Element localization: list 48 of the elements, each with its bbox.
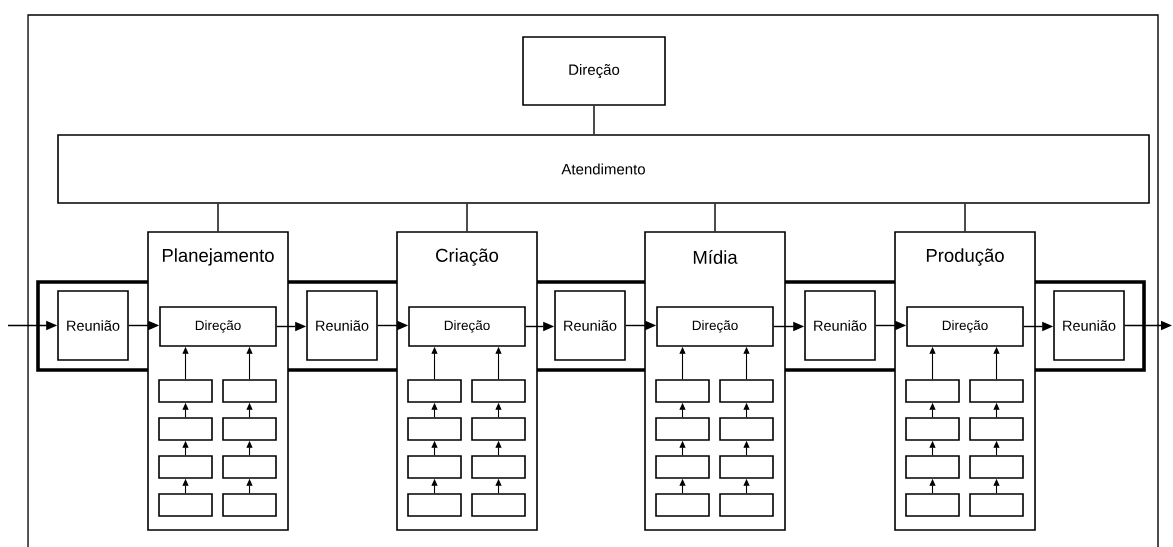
task-box xyxy=(222,493,277,517)
task-box xyxy=(222,455,277,479)
task-box xyxy=(719,417,774,441)
task-box xyxy=(158,417,213,441)
meeting-box: Reunião xyxy=(804,290,876,361)
task-box xyxy=(655,417,710,441)
task-box xyxy=(158,493,213,517)
task-box xyxy=(158,379,213,403)
meeting-box: Reunião xyxy=(306,290,378,361)
connector-line xyxy=(964,203,966,232)
task-box xyxy=(471,493,526,517)
process-box: Direção xyxy=(906,306,1024,347)
process-box: Atendimento xyxy=(57,134,1150,204)
process-box: Direção xyxy=(522,36,666,106)
task-box xyxy=(905,455,960,479)
task-box xyxy=(905,379,960,403)
task-box xyxy=(969,379,1024,403)
connector-line xyxy=(714,203,716,232)
task-box xyxy=(471,455,526,479)
task-box xyxy=(655,455,710,479)
task-box xyxy=(969,455,1024,479)
task-box xyxy=(719,493,774,517)
meeting-box: Reunião xyxy=(554,290,626,361)
meeting-box: Reunião xyxy=(1053,290,1125,361)
task-box xyxy=(905,493,960,517)
task-box xyxy=(407,493,462,517)
task-box xyxy=(655,493,710,517)
task-box xyxy=(471,379,526,403)
meeting-box: Reunião xyxy=(57,290,129,361)
task-box xyxy=(407,417,462,441)
task-box xyxy=(407,455,462,479)
task-box xyxy=(222,417,277,441)
task-box xyxy=(158,455,213,479)
connector-line xyxy=(593,105,595,135)
task-box xyxy=(719,379,774,403)
task-box xyxy=(407,379,462,403)
task-box xyxy=(969,417,1024,441)
process-box: Direção xyxy=(159,306,277,347)
task-box xyxy=(969,493,1024,517)
task-box xyxy=(471,417,526,441)
task-box xyxy=(905,417,960,441)
process-box: Direção xyxy=(408,306,526,347)
task-box xyxy=(222,379,277,403)
connector-line xyxy=(217,203,219,232)
task-box xyxy=(719,455,774,479)
process-box: Direção xyxy=(656,306,774,347)
connector-line xyxy=(466,203,468,232)
task-box xyxy=(655,379,710,403)
